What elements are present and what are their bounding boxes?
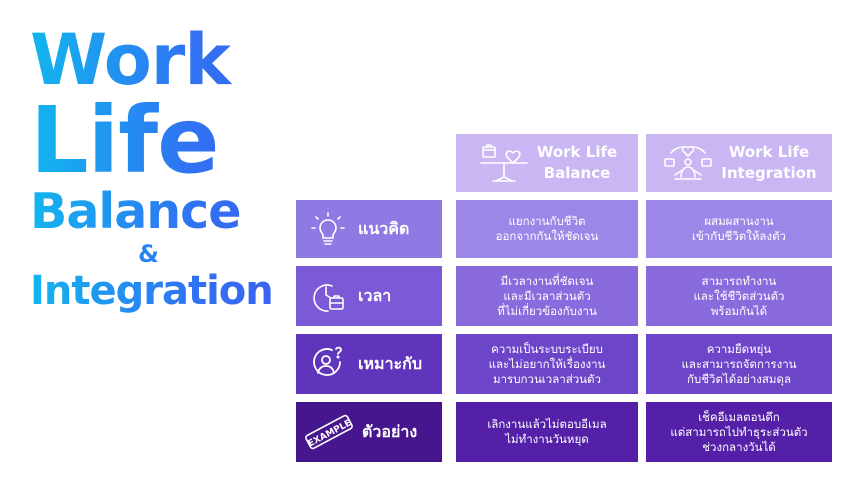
person-question-icon: [313, 346, 342, 376]
cell-text: เช็คอีเมลตอนดึก แต่สามารถไปทำธุระส่วนตัว…: [670, 409, 808, 454]
header-balance: Work Life Balance: [456, 134, 638, 192]
row-label-text: เวลา: [358, 285, 392, 305]
header-integration-label: Work Life Integration: [721, 142, 816, 184]
lightbulb-icon: [311, 212, 345, 245]
title-life: Life: [30, 94, 290, 188]
row-label-text: แนวคิด: [358, 218, 410, 238]
clock-briefcase-icon: [313, 284, 344, 312]
header-balance-label: Work Life Balance: [537, 142, 617, 184]
title-block: Work Life Balance & Integration: [30, 22, 290, 314]
cell-text: มีเวลางานที่ชัดเจน และมีเวลาส่วนตัว ที่ไ…: [497, 273, 597, 318]
header-balance-line2: Balance: [543, 164, 611, 182]
header-integration: Work Life Integration: [646, 134, 832, 192]
cell-text: สามารถทำงาน และใช้ชีวิตส่วนตัว พร้อมกันไ…: [693, 273, 785, 318]
cell-text: ผสมผสานงาน เข้ากับชีวิตให้ลงตัว: [691, 214, 787, 243]
cell-text: แยกงานกับชีวิต ออกจากกันให้ชัดเจน: [495, 214, 599, 243]
cell-integration-concept: ผสมผสานงาน เข้ากับชีวิตให้ลงตัว: [646, 200, 832, 258]
cell-balance-time: มีเวลางานที่ชัดเจน และมีเวลาส่วนตัว ที่ไ…: [456, 266, 638, 326]
row-label-suitable: เหมาะกับ: [296, 334, 442, 394]
balance-scale-icon: [480, 144, 528, 182]
title-balance: Balance: [30, 184, 290, 240]
header-integration-line1: Work Life: [728, 143, 810, 161]
cell-balance-suitable: ความเป็นระบบระเบียบ และไม่อยากให้เรื่องง…: [456, 334, 638, 394]
cell-integration-time: สามารถทำงาน และใช้ชีวิตส่วนตัว พร้อมกันไ…: [646, 266, 832, 326]
cell-text: เลิกงานแล้วไม่ตอบอีเมล ไม่ทำงานวันหยุด: [487, 417, 607, 446]
row-label-time: เวลา: [296, 266, 442, 326]
cell-balance-concept: แยกงานกับชีวิต ออกจากกันให้ชัดเจน: [456, 200, 638, 258]
example-stamp-icon: EXAMPLE: [305, 414, 353, 449]
title-work: Work: [30, 22, 290, 98]
cell-balance-example: เลิกงานแล้วไม่ตอบอีเมล ไม่ทำงานวันหยุด: [456, 402, 638, 462]
title-integration: Integration: [30, 268, 290, 314]
row-label-concept: แนวคิด: [296, 200, 442, 258]
header-balance-line1: Work Life: [536, 143, 618, 161]
row-label-example: EXAMPLE ตัวอย่าง: [296, 402, 442, 462]
cell-integration-example: เช็คอีเมลตอนดึก แต่สามารถไปทำธุระส่วนตัว…: [646, 402, 832, 462]
row-label-text: เหมาะกับ: [358, 353, 422, 373]
title-ampersand: &: [30, 240, 290, 268]
cell-integration-suitable: ความยืดหยุ่น และสามารถจัดการงาน กับชีวิต…: [646, 334, 832, 394]
row-label-text: ตัวอย่าง: [362, 421, 418, 441]
cell-text: ความเป็นระบบระเบียบ และไม่อยากให้เรื่องง…: [488, 341, 606, 386]
header-integration-line2: Integration: [721, 164, 817, 182]
cell-text: ความยืดหยุ่น และสามารถจัดการงาน กับชีวิต…: [681, 341, 797, 386]
meditation-icon: [664, 145, 713, 180]
